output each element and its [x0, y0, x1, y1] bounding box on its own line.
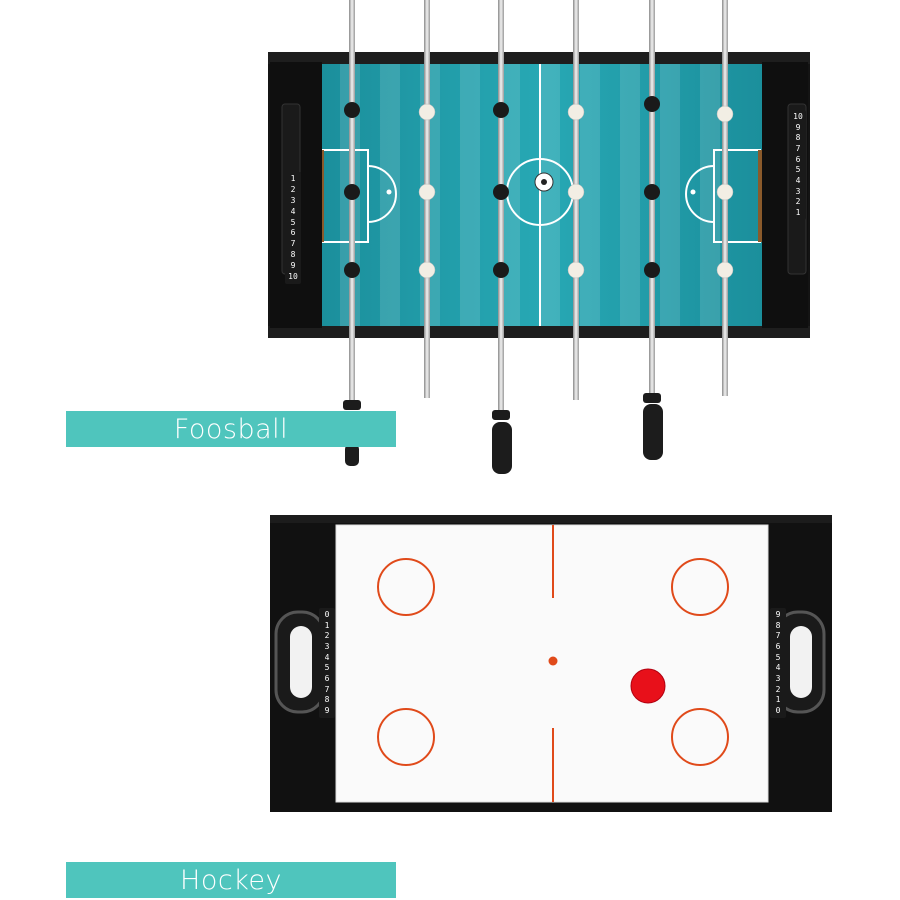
score-digit: 2	[324, 631, 330, 641]
score-digit: 8	[795, 133, 801, 143]
score-digit: 1	[795, 207, 801, 217]
score-digit: 4	[795, 175, 801, 185]
score-digit: 9	[324, 705, 330, 715]
score-digit: 8	[775, 620, 781, 630]
score-digit: 6	[775, 641, 781, 651]
hockey-left-scoreboard: 0 1 2 3 4 5 6 7 8 9	[319, 608, 335, 718]
foosball-table-drawing	[268, 0, 810, 474]
hockey-rink-lines	[377, 525, 729, 802]
score-digit: 5	[290, 217, 296, 227]
foosball-label: Foosball	[173, 413, 289, 445]
rod-handles	[343, 393, 663, 474]
score-digit: 3	[324, 641, 330, 651]
hockey-label: Hockey	[180, 864, 282, 896]
score-digit: 1	[324, 620, 330, 630]
score-digit: 3	[775, 673, 781, 683]
hockey-puck	[631, 669, 665, 703]
score-digit: 4	[775, 663, 781, 673]
score-digit: 3	[795, 186, 801, 196]
hockey-table-image: 0 1 2 3 4 5 6 7 8 9 0 1 2 3 4 5 6 7 8 9	[0, 500, 900, 820]
foosball-table-image: 1 2 3 4 5 6 7 8 9 10 1 2 3 4 5 6 7 8 9 1…	[268, 0, 810, 474]
score-digit: 6	[795, 154, 801, 164]
score-digit: 0	[775, 705, 781, 715]
score-digit: 9	[290, 261, 296, 270]
score-digit: 2	[795, 197, 801, 207]
score-digit: 2	[290, 184, 296, 194]
score-digit: 7	[290, 239, 296, 249]
foosball-players-light	[418, 103, 734, 279]
foosball-right-scoreboard: 1 2 3 4 5 6 7 8 9 10	[790, 110, 806, 220]
score-digit: 2	[775, 684, 781, 694]
score-digit: 4	[324, 652, 330, 662]
hockey-label-banner: Hockey	[66, 862, 396, 898]
hockey-right-scoreboard: 0 1 2 3 4 5 6 7 8 9	[770, 608, 786, 718]
score-digit: 7	[775, 631, 781, 641]
score-digit: 6	[290, 228, 296, 238]
score-digit: 0	[324, 610, 330, 619]
score-digit: 7	[324, 684, 330, 694]
score-digit: 5	[775, 652, 781, 662]
score-digit: 5	[324, 663, 330, 673]
foosball-players-dark	[344, 96, 660, 278]
score-digit: 4	[290, 206, 296, 216]
score-digit: 1	[775, 695, 781, 705]
score-digit: 10	[793, 112, 803, 121]
score-digit: 7	[795, 143, 801, 153]
foosball-left-scoreboard: 1 2 3 4 5 6 7 8 9 10	[285, 172, 301, 284]
center-dot	[548, 656, 558, 666]
score-digit: 10	[288, 271, 298, 281]
foosball-label-banner: Foosball	[66, 411, 396, 447]
score-digit: 6	[324, 673, 330, 683]
hockey-table-drawing	[270, 515, 832, 812]
score-digit: 3	[290, 195, 296, 205]
score-digit: 5	[795, 165, 801, 175]
score-digit: 8	[324, 695, 330, 705]
score-digit: 9	[775, 610, 781, 619]
score-digit: 8	[290, 250, 296, 260]
score-digit: 9	[795, 122, 801, 132]
score-digit: 1	[290, 174, 296, 183]
